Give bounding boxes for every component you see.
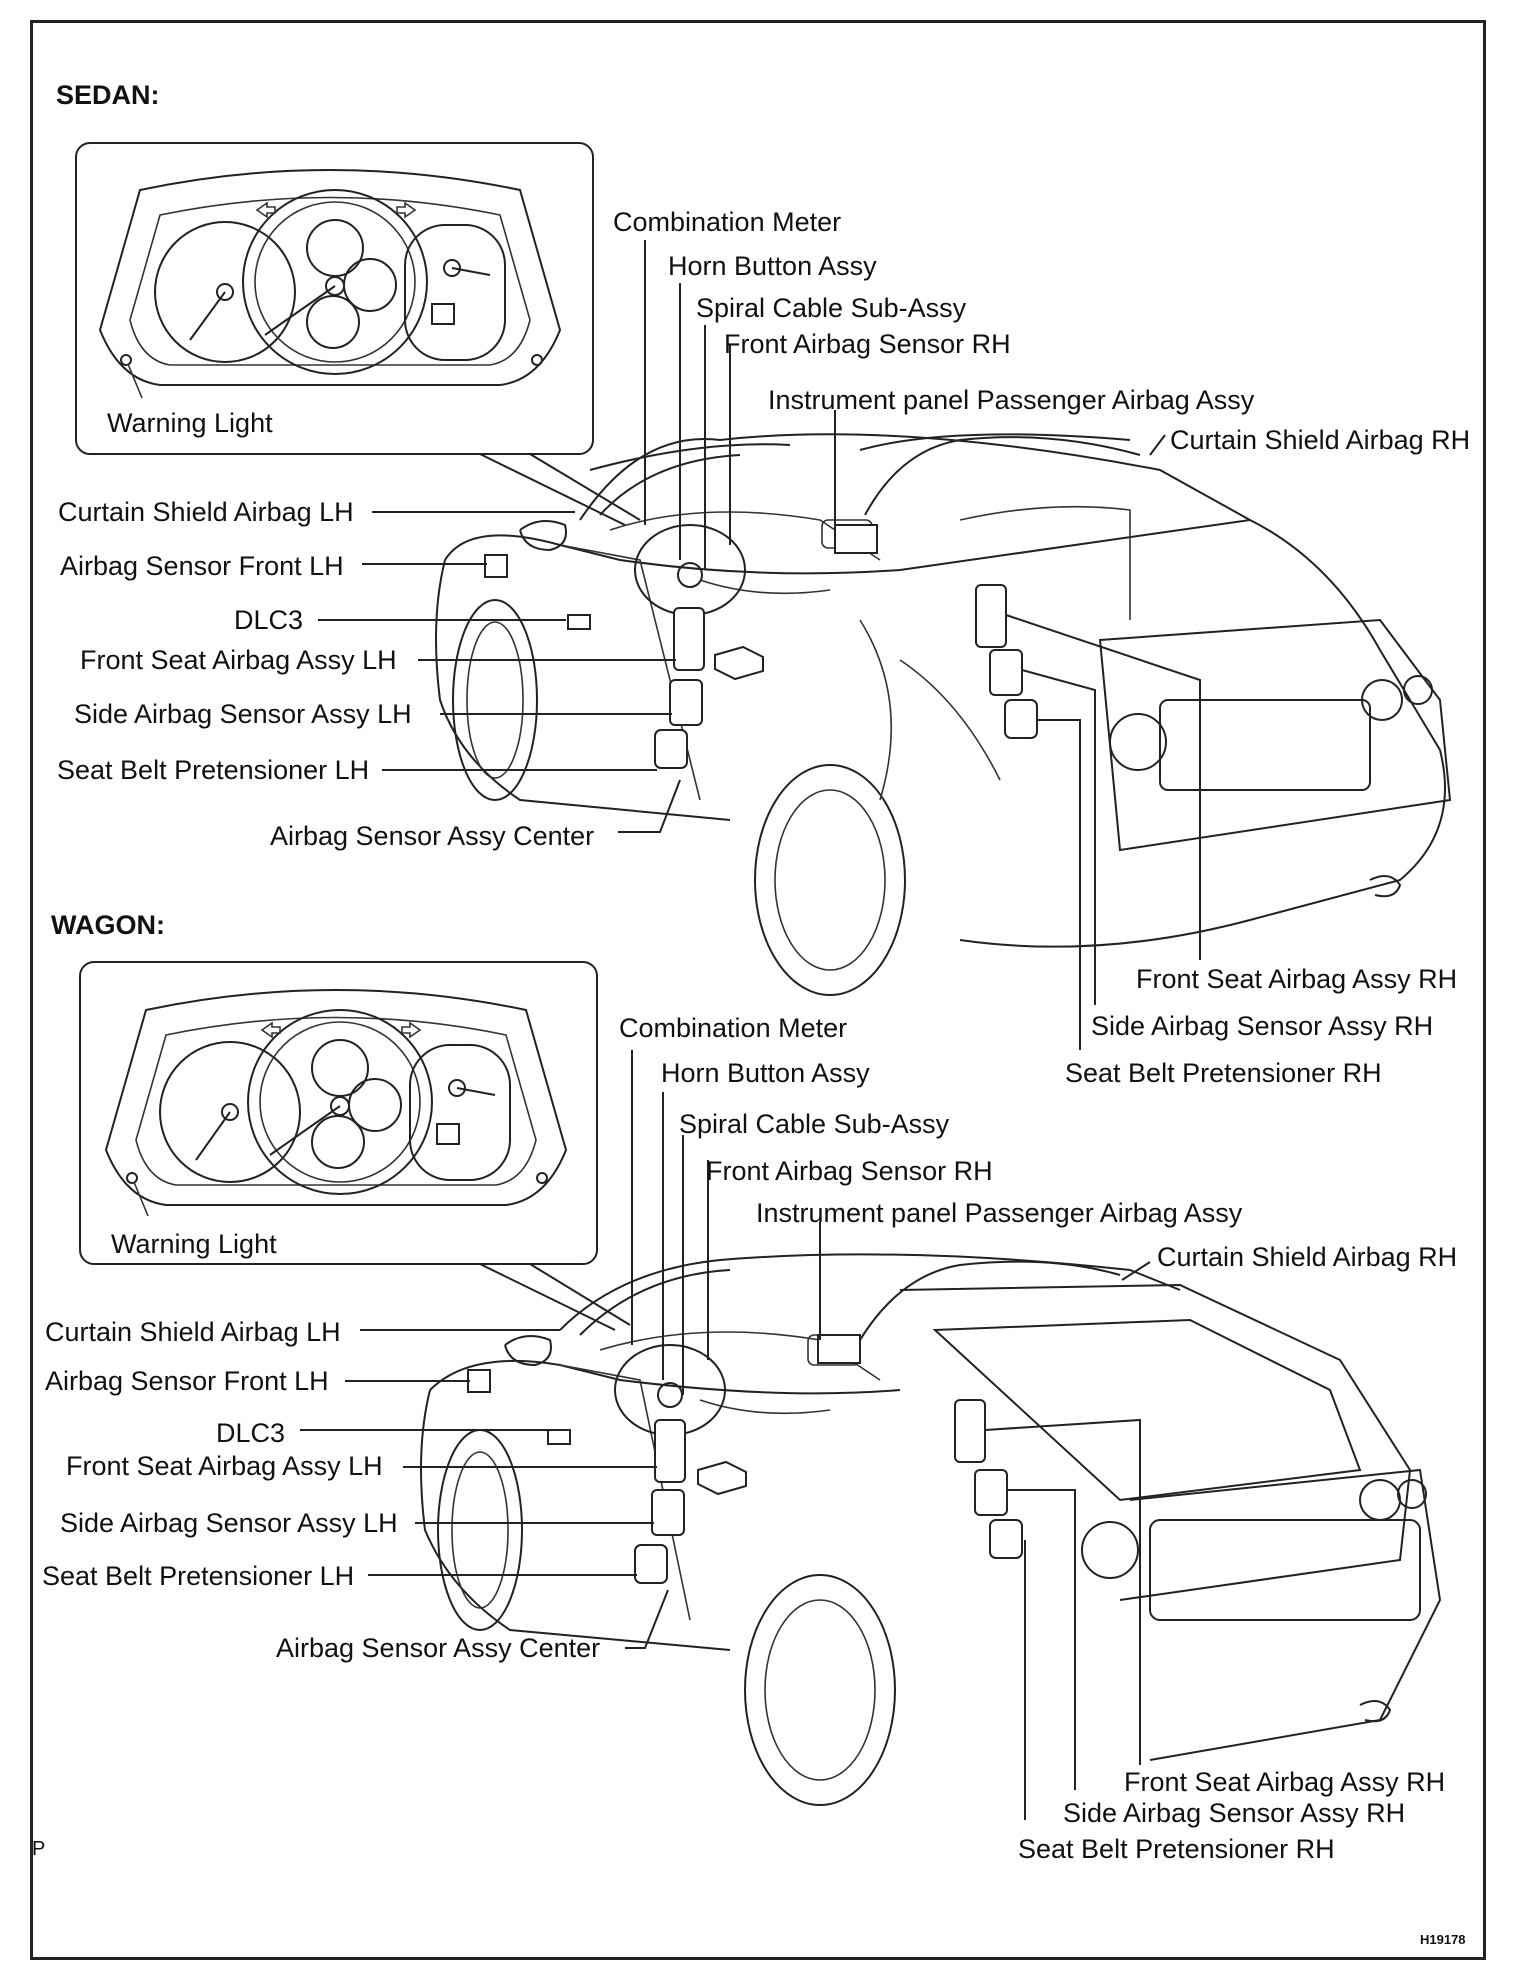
wagon-front-seat-airbag-lh-label: Front Seat Airbag Assy LH bbox=[66, 1451, 383, 1481]
wagon-warning-light-label: Warning Light bbox=[111, 1229, 277, 1259]
speedometer-gauge bbox=[242, 189, 428, 375]
sedan-meter-inset bbox=[75, 142, 641, 526]
wagon-dlc3-label: DLC3 bbox=[216, 1418, 286, 1448]
wagon-combination-meter-label: Combination Meter bbox=[619, 1013, 848, 1043]
diagram-frame bbox=[30, 20, 1486, 1960]
sedan-seat-belt-pretensioner-lh-label: Seat Belt Pretensioner LH bbox=[57, 755, 370, 785]
wagon-components bbox=[467, 1334, 1023, 1584]
warning-light-icon-wagon bbox=[126, 1172, 138, 1184]
sedan-dlc3-label: DLC3 bbox=[234, 605, 304, 635]
sedan-front-seat-airbag-lh-label: Front Seat Airbag Assy LH bbox=[80, 645, 397, 675]
wagon-airbag-sensor-front-lh-label: Airbag Sensor Front LH bbox=[45, 1366, 329, 1396]
figure-code: H19178 bbox=[1420, 1932, 1466, 1947]
sedan-front-airbag-sensor-rh-label: Front Airbag Sensor RH bbox=[724, 329, 1011, 359]
tachometer-gauge bbox=[154, 221, 296, 363]
wagon-side-airbag-sensor-rh-label: Side Airbag Sensor Assy RH bbox=[1063, 1798, 1406, 1828]
sedan-section-header: SEDAN: bbox=[56, 80, 160, 110]
sedan-components bbox=[484, 524, 1038, 769]
wagon-seat-belt-pretensioner-lh-label: Seat Belt Pretensioner LH bbox=[42, 1561, 355, 1591]
wagon-curtain-airbag-rh-label: Curtain Shield Airbag RH bbox=[1157, 1242, 1458, 1272]
side-airbag-sensor-rh-part bbox=[989, 649, 1023, 696]
sedan-passenger-airbag-label: Instrument panel Passenger Airbag Assy bbox=[768, 385, 1255, 415]
warning-light-icon bbox=[120, 354, 132, 366]
front-seat-airbag-lh-part bbox=[673, 607, 705, 671]
sedan-airbag-sensor-front-lh-label: Airbag Sensor Front LH bbox=[60, 551, 344, 581]
fuel-temp-gauge bbox=[404, 224, 506, 361]
airbag-sensor-center-part bbox=[714, 645, 764, 681]
wagon-section-header: WAGON: bbox=[51, 910, 165, 940]
sedan-curtain-airbag-rh-label: Curtain Shield Airbag RH bbox=[1170, 425, 1471, 455]
sedan-horn-button-label: Horn Button Assy bbox=[668, 251, 877, 281]
sedan-warning-light-label: Warning Light bbox=[107, 408, 273, 438]
passenger-airbag-part bbox=[834, 524, 878, 554]
sedan-side-airbag-sensor-rh-label: Side Airbag Sensor Assy RH bbox=[1091, 1011, 1434, 1041]
wagon-curtain-airbag-lh-label: Curtain Shield Airbag LH bbox=[45, 1317, 341, 1347]
wagon-front-airbag-sensor-rh-label: Front Airbag Sensor RH bbox=[706, 1156, 993, 1186]
wagon-front-seat-airbag-rh-label: Front Seat Airbag Assy RH bbox=[1124, 1767, 1446, 1797]
seat-belt-pretensioner-lh-part bbox=[654, 729, 688, 769]
front-seat-airbag-rh-part bbox=[975, 584, 1007, 648]
wagon-passenger-airbag-label: Instrument panel Passenger Airbag Assy bbox=[756, 1198, 1243, 1228]
sedan-curtain-airbag-lh-label: Curtain Shield Airbag LH bbox=[58, 497, 354, 527]
wagon-car-outline bbox=[420, 1253, 1442, 1806]
seat-belt-pretensioner-rh-part bbox=[1004, 699, 1038, 739]
sedan-spiral-cable-label: Spiral Cable Sub-Assy bbox=[696, 293, 967, 323]
wagon-seat-belt-pretensioner-rh-label: Seat Belt Pretensioner RH bbox=[1018, 1834, 1335, 1864]
sedan-combination-meter-label: Combination Meter bbox=[613, 207, 842, 237]
wagon-airbag-sensor-center-label: Airbag Sensor Assy Center bbox=[276, 1633, 601, 1663]
wagon-side-airbag-sensor-lh-label: Side Airbag Sensor Assy LH bbox=[60, 1508, 398, 1538]
page-mark: P bbox=[32, 1838, 46, 1860]
sedan-airbag-sensor-center-label: Airbag Sensor Assy Center bbox=[270, 821, 595, 851]
dlc3-part bbox=[567, 614, 591, 630]
sedan-leader-lines bbox=[318, 240, 1201, 1050]
wagon-horn-button-label: Horn Button Assy bbox=[661, 1058, 870, 1088]
sedan-seat-belt-pretensioner-rh-label: Seat Belt Pretensioner RH bbox=[1065, 1058, 1382, 1088]
sedan-side-airbag-sensor-lh-label: Side Airbag Sensor Assy LH bbox=[74, 699, 412, 729]
sedan-front-seat-airbag-rh-label: Front Seat Airbag Assy RH bbox=[1136, 964, 1458, 994]
wagon-meter-inset bbox=[79, 961, 631, 1331]
wagon-spiral-cable-label: Spiral Cable Sub-Assy bbox=[679, 1109, 950, 1139]
side-airbag-sensor-lh-part bbox=[669, 679, 703, 726]
airbag-sensor-front-lh-part bbox=[484, 554, 508, 578]
wagon-leader-lines bbox=[300, 1050, 1151, 1820]
